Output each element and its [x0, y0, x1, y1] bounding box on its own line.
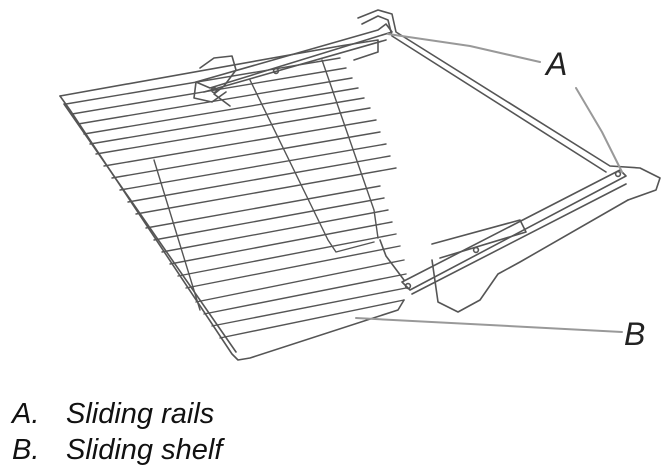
shelf-bars	[65, 57, 407, 339]
sliding-shelf-frame	[59, 39, 405, 361]
legend-item-b: B. Sliding shelf	[12, 434, 222, 470]
shelf-rods	[153, 59, 379, 311]
legend: A. Sliding rails B. Sliding shelf	[12, 398, 222, 470]
leader-line-b-shelf	[355, 317, 623, 333]
legend-key-b: B.	[12, 434, 40, 466]
legend-key-a: A.	[12, 398, 40, 430]
legend-item-a: A. Sliding rails	[12, 398, 222, 434]
leader-line-a-rail-back	[387, 33, 541, 63]
legend-text-a: Sliding rails	[66, 398, 215, 430]
callout-leaders	[355, 33, 623, 333]
callout-label-b: B	[624, 316, 646, 352]
leader-line-a-rail-front	[575, 87, 623, 173]
callout-label-a: A	[546, 46, 568, 82]
back-sliding-rail	[193, 23, 393, 103]
side-frame-wire	[357, 9, 661, 313]
legend-text-b: Sliding shelf	[66, 434, 223, 466]
front-sliding-rail	[401, 169, 627, 295]
oven-shelf-illustration	[59, 9, 661, 361]
